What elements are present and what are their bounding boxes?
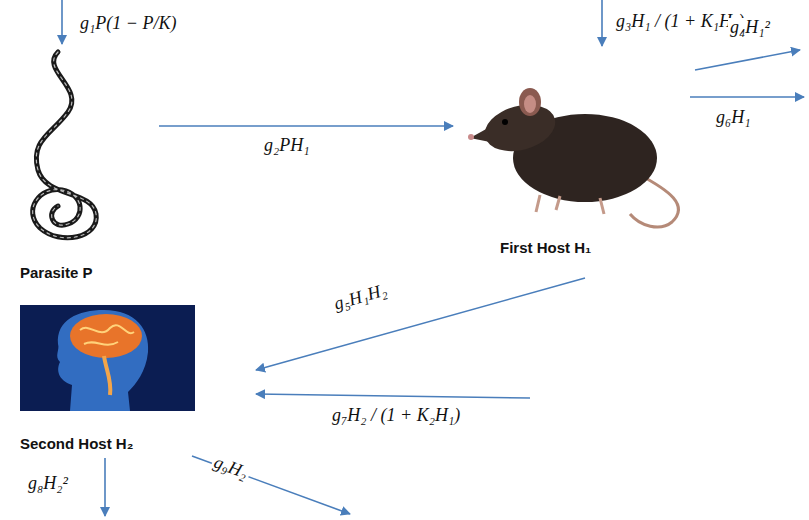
rat-ear-inner — [524, 95, 536, 113]
inflow-arrow — [61, 0, 63, 44]
worm-illustration — [33, 52, 97, 238]
rate-label: g₆H₁ — [714, 108, 753, 128]
rate-label: g₃H₁ / (1 + K₁H₂) — [614, 12, 746, 32]
rate-label: g₁P(1 − P/K) — [78, 14, 178, 34]
rat-ear — [519, 88, 541, 116]
node-label: First Host H₁ — [500, 239, 591, 256]
flow-arrows — [62, 0, 804, 516]
host-node: First Host H₁ — [455, 70, 690, 260]
host-node: Second Host H₂ — [10, 298, 254, 456]
brain — [70, 314, 142, 358]
outflow-arrow — [690, 96, 804, 98]
rate-label: g₈H₂² — [26, 474, 70, 494]
brain-illustration — [20, 305, 195, 411]
inflow-arrow — [601, 0, 603, 46]
transfer-arrow — [159, 125, 453, 127]
transfer-arrow — [256, 278, 585, 370]
outflow-arrow — [104, 458, 106, 516]
worm-texture — [33, 52, 97, 238]
rat-illustration — [468, 88, 679, 227]
inflow-arrow — [256, 394, 530, 398]
head-silhouette — [57, 310, 148, 411]
rate-label: g₄H₁² — [728, 18, 772, 38]
rat-nose — [468, 134, 474, 140]
node-label: Second Host H₂ — [20, 435, 133, 452]
brain-background — [20, 305, 195, 411]
worm-body — [33, 52, 97, 238]
rate-label: g₉H₂ — [209, 452, 252, 484]
rat-eye — [502, 119, 508, 125]
rat-feet — [536, 195, 604, 214]
rate-label: g₅H₁H₂ — [330, 280, 391, 315]
brain-folds — [80, 325, 134, 345]
parasite-node: Parasite P — [8, 45, 155, 285]
outflow-arrow — [695, 50, 800, 70]
rate-label: g₇H₂ / (1 + K₂H₁) — [330, 406, 462, 426]
rate-label: g₂PH₁ — [262, 136, 312, 156]
node-label: Parasite P — [20, 264, 93, 281]
brain-stem — [104, 356, 110, 395]
